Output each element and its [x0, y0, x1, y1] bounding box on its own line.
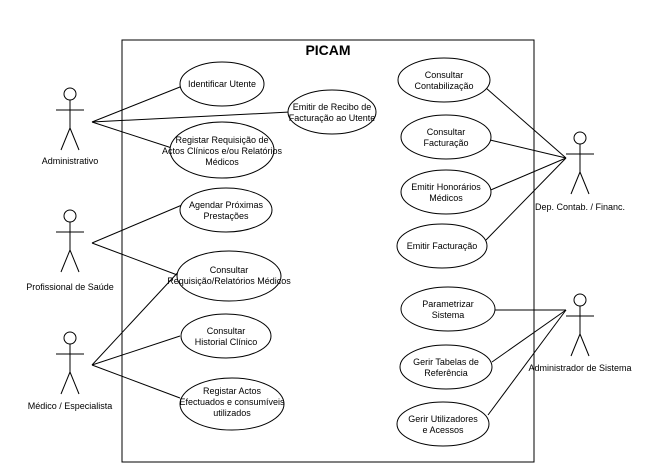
- actor-label: Profissional de Saúde: [26, 282, 114, 292]
- actor-administrativo: Administrativo: [42, 87, 99, 166]
- use-case-consultar-requisicao: Consultar Requisição/Relatórios Médicos: [167, 250, 291, 302]
- actor-label: Administrativo: [42, 156, 99, 166]
- use-case-registar-actos: Registar Actos Efectuados e consumíveis …: [179, 377, 285, 431]
- use-case-gerir-tabelas: Gerir Tabelas de Referência: [399, 344, 493, 390]
- svg-text:Prestações: Prestações: [203, 211, 249, 221]
- svg-text:Identificar Utente: Identificar Utente: [188, 79, 256, 89]
- associations: [91, 84, 567, 416]
- assoc-prof-consultar: [91, 242, 181, 277]
- actor-head-icon: [63, 209, 77, 223]
- actor-profissional-saude: Profissional de Saúde: [26, 209, 114, 292]
- svg-text:Facturação: Facturação: [423, 138, 468, 148]
- actor-label: Médico / Especialista: [28, 401, 113, 411]
- assoc-fin-facturacao: [489, 139, 567, 159]
- svg-text:Médicos: Médicos: [205, 157, 239, 167]
- svg-text:Consultar: Consultar: [425, 70, 464, 80]
- svg-text:Requisição/Relatórios Médicos: Requisição/Relatórios Médicos: [167, 276, 291, 286]
- assoc-fin-honorarios: [485, 157, 567, 193]
- svg-text:Parametrizar: Parametrizar: [422, 299, 474, 309]
- use-case-emitir-honorarios: Emitir Honorários Médicos: [400, 169, 492, 215]
- use-case-consultar-facturacao: Consultar Facturação: [400, 114, 492, 160]
- svg-text:Historial Clínico: Historial Clínico: [195, 337, 258, 347]
- assoc-sys-tabelas: [491, 309, 567, 363]
- svg-text:Emitir Honorários: Emitir Honorários: [411, 182, 481, 192]
- assoc-fin-contabilizacao: [485, 87, 567, 159]
- actor-head-icon: [573, 293, 587, 307]
- actor-label: Administrador de Sistema: [528, 363, 631, 373]
- system-title: PICAM: [305, 42, 350, 58]
- svg-text:Gerir Utilizadores: Gerir Utilizadores: [408, 414, 478, 424]
- actor-medico-especialista: Médico / Especialista: [28, 331, 113, 411]
- svg-text:Emitir Facturação: Emitir Facturação: [407, 241, 478, 251]
- svg-text:Contabilização: Contabilização: [414, 81, 473, 91]
- svg-text:Sistema: Sistema: [432, 310, 465, 320]
- actor-head-icon: [63, 87, 77, 101]
- svg-text:Agendar Próximas: Agendar Próximas: [189, 200, 264, 210]
- use-case-agendar: Agendar Próximas Prestações: [179, 187, 273, 233]
- system-boundary: [121, 39, 535, 463]
- svg-text:Consultar: Consultar: [427, 127, 466, 137]
- use-case-consultar-historial: Consultar Historial Clínico: [180, 313, 272, 359]
- assoc-prof-agendar: [91, 204, 183, 244]
- use-case-consultar-contabilizacao: Consultar Contabilização: [397, 57, 491, 103]
- use-case-gerir-utilizadores: Gerir Utilizadores e Acessos: [396, 401, 490, 447]
- actor-head-icon: [63, 331, 77, 345]
- use-case-emitir-facturacao: Emitir Facturação: [396, 223, 488, 269]
- assoc-sys-utilizadores: [487, 309, 567, 416]
- actor-label: Dep. Contab. / Financ.: [535, 202, 625, 212]
- svg-text:Consultar: Consultar: [210, 265, 249, 275]
- svg-text:Referência: Referência: [424, 368, 468, 378]
- use-case-parametrizar: Parametrizar Sistema: [400, 286, 496, 332]
- assoc-fin-emitir: [485, 157, 567, 241]
- assoc-med-historial: [91, 335, 181, 366]
- assoc-admin-identificar: [91, 84, 186, 123]
- svg-text:utilizados: utilizados: [213, 408, 251, 418]
- svg-text:Efectuados e consumíveis: Efectuados e consumíveis: [179, 397, 285, 407]
- use-case-identificar-utente: Identificar Utente: [179, 61, 265, 107]
- actor-dep-contab-financ: Dep. Contab. / Financ.: [535, 131, 625, 212]
- svg-text:Médicos: Médicos: [429, 193, 463, 203]
- assoc-med-actos: [91, 364, 181, 399]
- svg-text:Facturação ao Utente: Facturação ao Utente: [289, 113, 376, 123]
- svg-text:Actos Clínicos e/ou Relatórios: Actos Clínicos e/ou Relatórios: [162, 146, 283, 156]
- svg-text:e Acessos: e Acessos: [422, 425, 464, 435]
- assoc-admin-requisicao: [91, 121, 179, 151]
- assoc-med-consultar: [91, 267, 183, 366]
- svg-text:Emitir de Recibo de: Emitir de Recibo de: [293, 102, 372, 112]
- svg-text:Registar Requisição de: Registar Requisição de: [175, 135, 268, 145]
- actor-administrador-sistema: Administrador de Sistema: [528, 293, 632, 373]
- svg-text:Consultar: Consultar: [207, 326, 246, 336]
- svg-text:Registar Actos: Registar Actos: [203, 386, 262, 396]
- use-case-emitir-recibo: Emitir de Recibo de Facturação ao Utente: [287, 89, 377, 135]
- svg-text:Gerir Tabelas de: Gerir Tabelas de: [413, 357, 479, 367]
- assoc-admin-recibo: [91, 111, 291, 123]
- use-case-registar-requisicao: Registar Requisição de Actos Clínicos e/…: [162, 121, 283, 179]
- actor-head-icon: [573, 131, 587, 145]
